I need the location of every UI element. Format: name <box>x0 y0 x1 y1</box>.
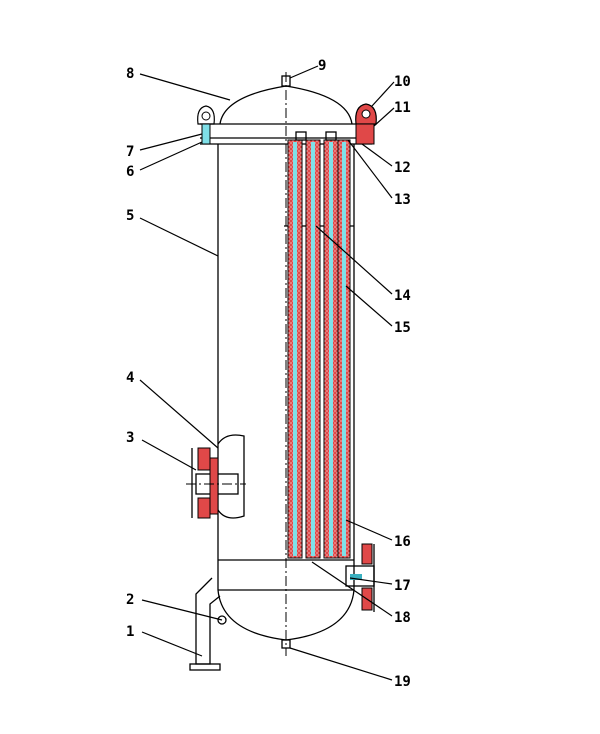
leader-5 <box>139 217 219 257</box>
vent-nozzle <box>281 75 291 87</box>
leader-15 <box>345 285 393 327</box>
label-16: 16 <box>394 534 411 550</box>
filter-core-3 <box>329 142 333 556</box>
support-leg <box>195 577 221 665</box>
leader-13 <box>347 139 393 199</box>
label-7: 7 <box>126 144 134 160</box>
leader-18 <box>311 561 393 617</box>
label-11: 11 <box>394 100 411 116</box>
label-4: 4 <box>126 370 134 386</box>
label-3: 3 <box>126 430 134 446</box>
leader-19 <box>289 647 393 681</box>
drain-nozzle <box>281 639 291 649</box>
leader-6 <box>139 141 203 171</box>
label-1: 1 <box>126 624 134 640</box>
leader-10 <box>371 81 395 107</box>
label-18: 18 <box>394 610 411 626</box>
outlet-flange-top <box>361 543 373 565</box>
leader-8 <box>139 73 231 101</box>
label-19: 19 <box>394 674 411 690</box>
inlet-flange-ring <box>209 457 219 515</box>
leader-11 <box>373 107 395 127</box>
filter-cap-1 <box>295 131 307 141</box>
label-9: 9 <box>318 58 326 74</box>
label-14: 14 <box>394 288 411 304</box>
leader-9 <box>289 65 319 79</box>
label-13: 13 <box>394 192 411 208</box>
leader-1 <box>141 631 203 657</box>
leader-17 <box>349 577 393 585</box>
label-15: 15 <box>394 320 411 336</box>
leg-base-plate <box>189 663 221 671</box>
leader-16 <box>345 519 393 541</box>
leader-14 <box>315 225 393 295</box>
right-clamp <box>355 123 375 145</box>
filter-cap-2 <box>325 131 337 141</box>
leader-3 <box>141 439 197 471</box>
left-lug-eye <box>201 111 211 121</box>
label-5: 5 <box>126 208 134 224</box>
leg-weld <box>217 615 227 625</box>
label-17: 17 <box>394 578 411 594</box>
label-2: 2 <box>126 592 134 608</box>
leader-4 <box>139 379 219 449</box>
right-lug-eye <box>361 109 371 119</box>
outlet-gasket <box>350 574 362 580</box>
leader-12 <box>361 143 393 167</box>
label-10: 10 <box>394 74 411 90</box>
label-8: 8 <box>126 66 134 82</box>
inlet-cover <box>217 434 245 519</box>
left-clamp-bolt <box>201 123 211 145</box>
label-6: 6 <box>126 164 134 180</box>
leader-2 <box>141 599 223 621</box>
inlet-flange-bottom <box>197 497 211 519</box>
leader-7 <box>139 133 203 151</box>
inlet-flange-top <box>197 447 211 471</box>
filter-core-1 <box>293 142 297 556</box>
label-12: 12 <box>394 160 411 176</box>
filter-core-4 <box>342 142 346 556</box>
left-lifting-lug <box>197 105 215 125</box>
filter-core-2 <box>311 142 315 556</box>
